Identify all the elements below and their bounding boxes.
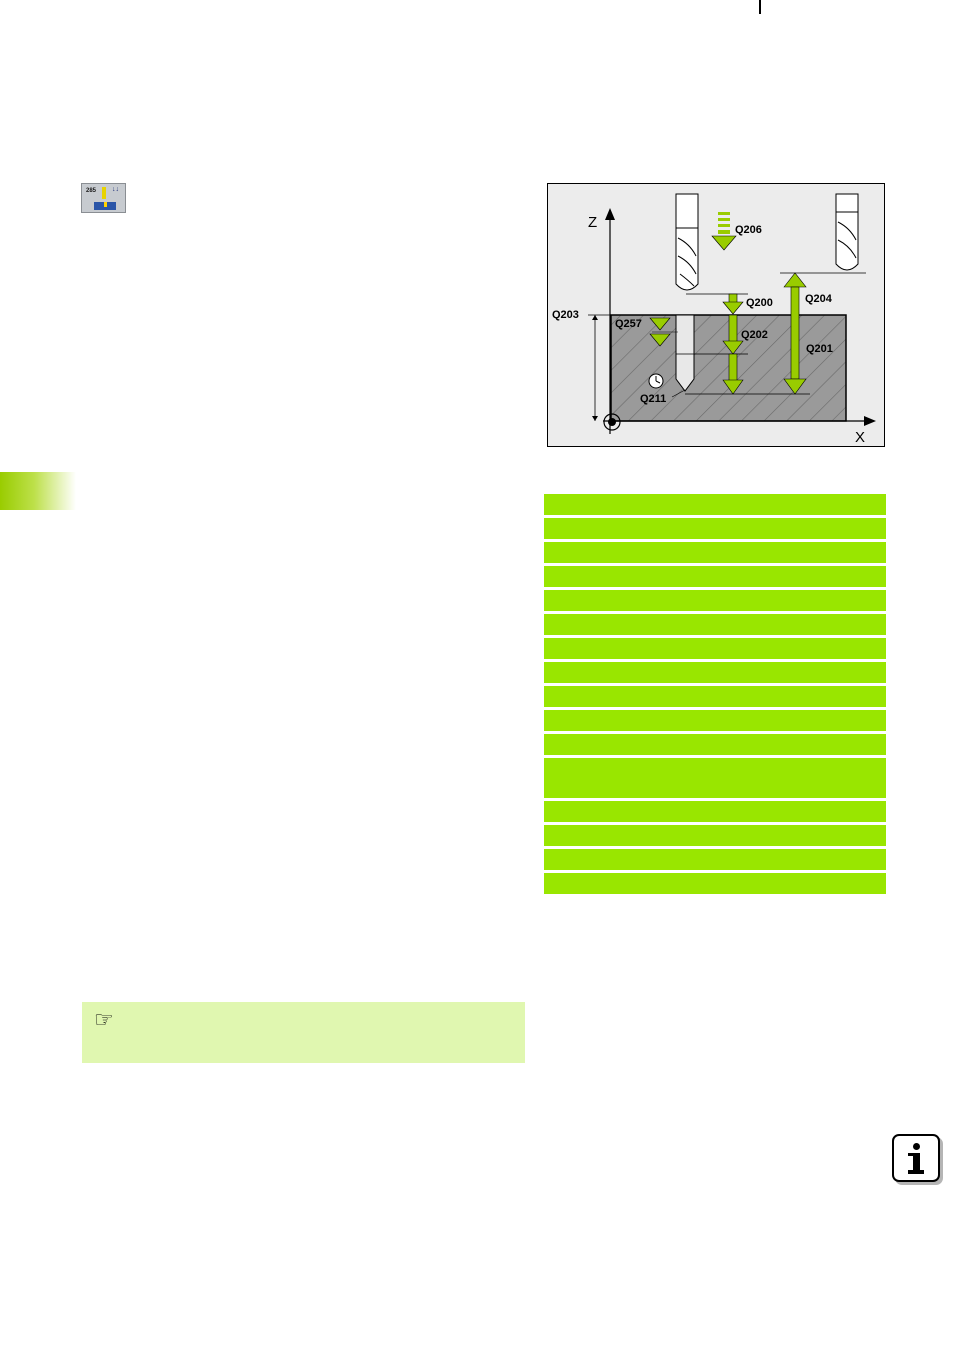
info-icon[interactable] (892, 1134, 940, 1182)
tool-right-icon (835, 193, 859, 271)
table-row (544, 590, 886, 611)
info-stem (913, 1153, 920, 1172)
feed-arrows-icon: ↓↓ (112, 186, 119, 193)
table-row (544, 686, 886, 707)
table-row (544, 849, 886, 870)
workpiece (610, 314, 847, 422)
table-row (544, 710, 886, 731)
parameter-table (544, 494, 886, 894)
drilled-hole (675, 314, 695, 392)
x-axis-arrow (864, 416, 876, 426)
table-row (544, 614, 886, 635)
label-q206: Q206 (735, 224, 762, 236)
table-row (544, 518, 886, 539)
cycle-285-icon[interactable]: 285 ↓↓ (81, 183, 126, 213)
q206-feed-arrow (711, 212, 737, 251)
axis-x-label: X (855, 429, 865, 446)
table-row (544, 758, 886, 798)
table-row (544, 662, 886, 683)
chapter-tab (0, 472, 76, 510)
table-row (544, 734, 886, 755)
q204-arrow (783, 272, 807, 395)
label-q201: Q201 (806, 343, 833, 355)
label-q204: Q204 (805, 293, 833, 305)
table-row (544, 566, 886, 587)
table-row (544, 801, 886, 822)
corner-marker (759, 0, 761, 14)
dwell-time-clock-icon (648, 373, 664, 389)
drill-tool-icon (102, 187, 106, 199)
cycle-number: 285 (86, 188, 97, 194)
q211-leader (671, 389, 686, 398)
info-serif (908, 1153, 915, 1156)
label-q257: Q257 (615, 318, 642, 330)
origin-outer (603, 413, 621, 431)
table-row (544, 825, 886, 846)
info-dot (913, 1143, 920, 1150)
cycle-diagram-svg: Z X (552, 193, 876, 446)
label-q211: Q211 (640, 393, 666, 405)
z-axis-arrow (605, 208, 615, 220)
table-row (544, 638, 886, 659)
tool-left-icon (675, 193, 699, 291)
q202-arrow (722, 314, 744, 355)
pointing-hand-icon: ☞ (94, 1008, 114, 1033)
q201-arrow (722, 353, 744, 395)
table-row (544, 873, 886, 894)
table-row (544, 542, 886, 563)
note-box: ☞ (82, 1002, 525, 1063)
q257-arrows (649, 317, 678, 347)
cycle-diagram: Z X (547, 183, 885, 447)
table-row (544, 494, 886, 515)
info-base (908, 1170, 924, 1174)
axis-z-label: Z (588, 214, 597, 231)
q203-dimension (592, 315, 598, 421)
q200-arrow (722, 293, 744, 315)
label-q202: Q202 (741, 329, 768, 341)
workpiece-icon (94, 202, 116, 210)
label-q200: Q200 (746, 297, 773, 309)
label-q203: Q203 (552, 309, 579, 321)
origin-inner (608, 418, 616, 426)
